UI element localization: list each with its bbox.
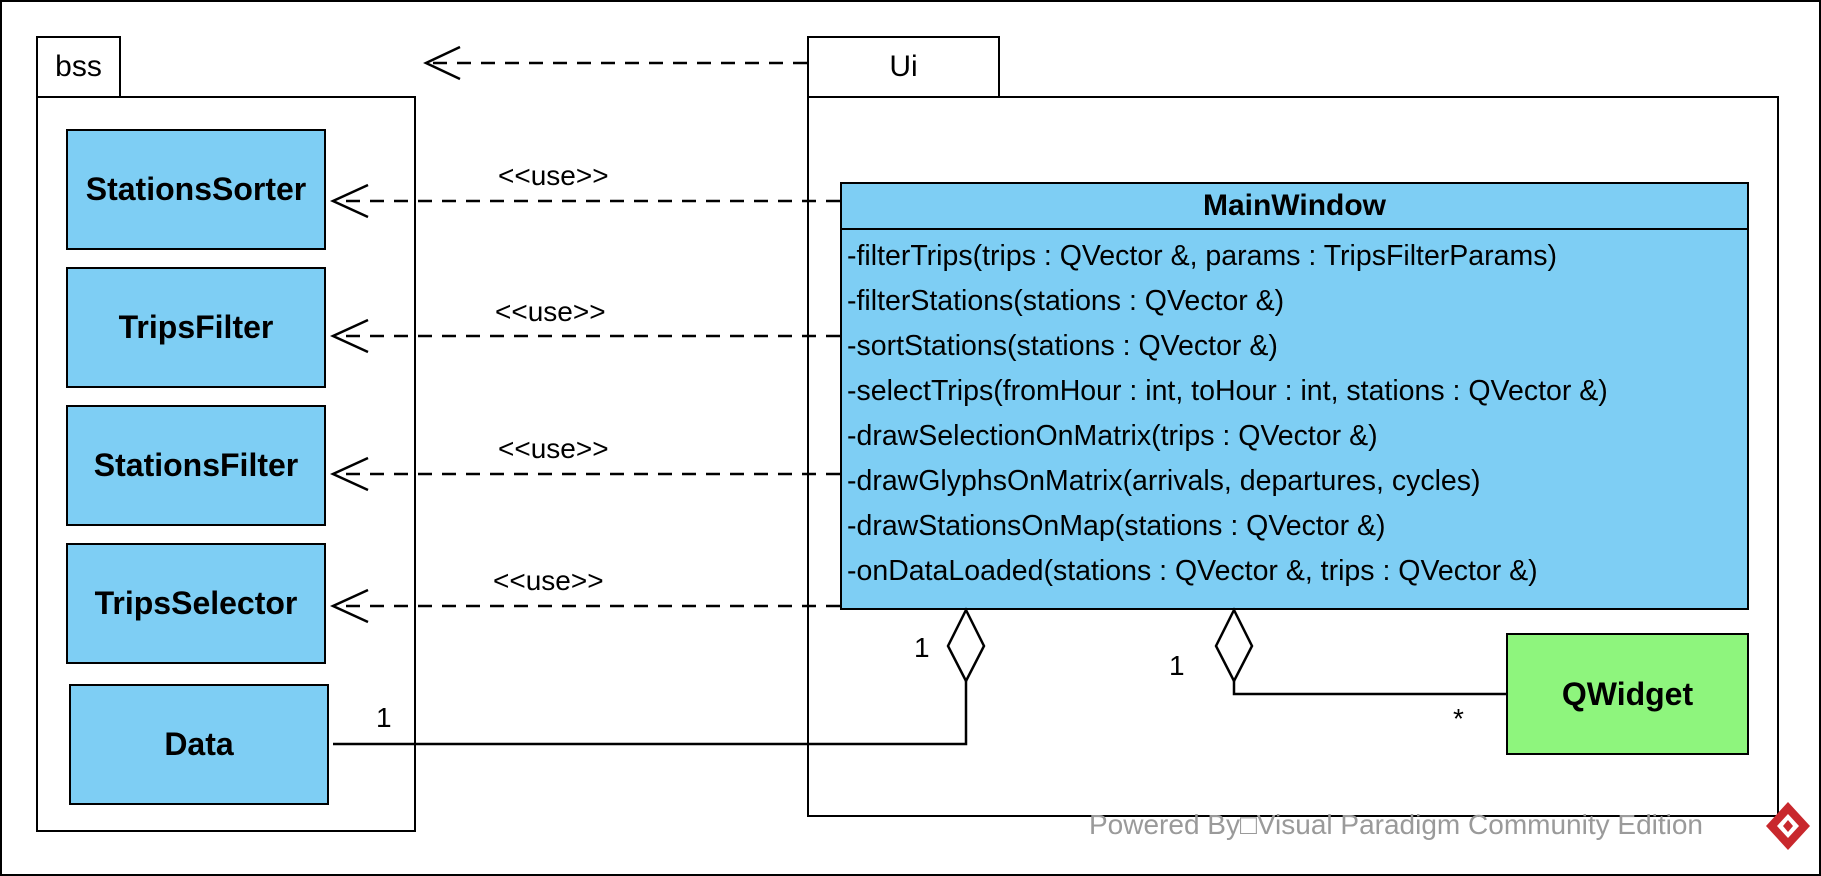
use-label: <<use>> (495, 296, 606, 327)
operation-item: -filterTrips(trips : QVector &, params :… (847, 240, 1557, 272)
dependency-arrowhead (329, 183, 369, 219)
class-data[interactable]: Data (69, 684, 329, 805)
operation-item: -onDataLoaded(stations : QVector &, trip… (847, 555, 1538, 587)
multiplicity-label: 1 (1169, 650, 1185, 681)
operation-item: -selectTrips(fromHour : int, toHour : in… (847, 375, 1608, 407)
operations-list: -filterTrips(trips : QVector &, params :… (842, 230, 1747, 594)
operation-item: -drawStationsOnMap(stations : QVector &) (847, 510, 1386, 542)
class-data-name: Data (164, 726, 234, 762)
aggregation-line-data (333, 681, 968, 746)
class-trips-filter-name: TripsFilter (118, 309, 274, 345)
operation-item: -drawSelectionOnMatrix(trips : QVector &… (847, 420, 1378, 452)
class-qwidget[interactable]: QWidget (1506, 633, 1749, 755)
class-qwidget-name: QWidget (1561, 675, 1694, 712)
class-stations-sorter[interactable]: StationsSorter (66, 129, 326, 250)
operation-item: -filterStations(stations : QVector &) (847, 285, 1285, 317)
dependency-arrowhead (329, 456, 369, 492)
dependency-arrowhead (329, 588, 369, 624)
use-label: <<use>> (498, 160, 609, 191)
visual-paradigm-logo-icon (1766, 802, 1810, 850)
use-label: <<use>> (498, 433, 609, 464)
multiplicity-label: 1 (376, 702, 392, 733)
class-stations-filter[interactable]: StationsFilter (66, 405, 326, 526)
class-main-window[interactable]: MainWindow -filterTrips(trips : QVector … (840, 182, 1749, 610)
package-ui-tab: Ui (807, 36, 1000, 98)
dependency-arrowhead (423, 45, 461, 81)
multiplicity-label: 1 (914, 632, 930, 663)
class-stations-filter-name: StationsFilter (93, 447, 299, 483)
dependency-arrowhead (329, 318, 369, 354)
class-trips-selector[interactable]: TripsSelector (66, 543, 326, 664)
aggregation-line-qwidget (1232, 681, 1506, 696)
use-label: <<use>> (493, 565, 604, 596)
class-trips-selector-name: TripsSelector (94, 585, 298, 621)
powered-by-footer: Powered By□Visual Paradigm Community Edi… (1089, 809, 1704, 840)
operation-item: -drawGlyphsOnMatrix(arrivals, departures… (847, 465, 1481, 497)
class-stations-sorter-name: StationsSorter (85, 171, 307, 207)
aggregation-diamond (946, 607, 986, 684)
operation-item: -sortStations(stations : QVector &) (847, 330, 1278, 362)
multiplicity-label: * (1453, 703, 1464, 734)
class-trips-filter[interactable]: TripsFilter (66, 267, 326, 388)
class-main-window-name: MainWindow (842, 184, 1747, 230)
aggregation-diamond (1214, 607, 1254, 684)
